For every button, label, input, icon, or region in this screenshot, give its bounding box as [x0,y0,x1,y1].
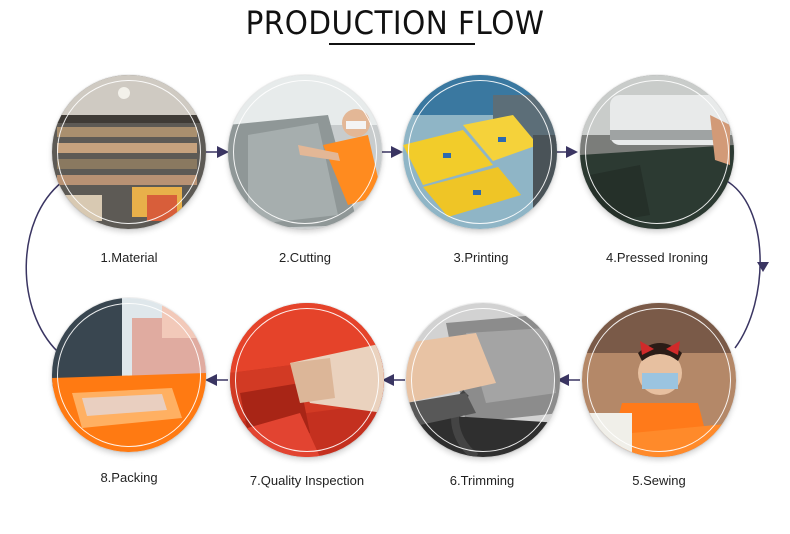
trimming-scene [406,303,560,457]
arrow-4-5-head [757,262,769,272]
step-1-material-photo [52,75,206,229]
step-6-label: 6.Trimming [397,473,567,488]
step-4-ironing-photo [580,75,734,229]
printing-scene [403,75,557,229]
ironing-scene [580,75,734,229]
arrow-8-1 [26,182,62,352]
sewing-scene [582,303,736,457]
step-8-packing-photo [52,298,206,452]
step-2-label: 2.Cutting [220,250,390,265]
step-2-cutting-photo [228,75,382,229]
step-3-printing-photo [403,75,557,229]
cutting-scene [228,75,382,229]
step-1-label: 1.Material [44,250,214,265]
inspection-scene [230,303,384,457]
step-6-trimming-photo [406,303,560,457]
step-7-quality-inspection-photo [230,303,384,457]
step-5-sewing-photo [582,303,736,457]
step-3-label: 3.Printing [396,250,566,265]
step-5-label: 5.Sewing [574,473,744,488]
step-7-label: 7.Quality Inspection [222,473,392,488]
packing-scene [52,298,206,452]
material-scene [52,75,206,229]
step-8-label: 8.Packing [44,470,214,485]
step-4-label: 4.Pressed Ironing [572,250,742,265]
